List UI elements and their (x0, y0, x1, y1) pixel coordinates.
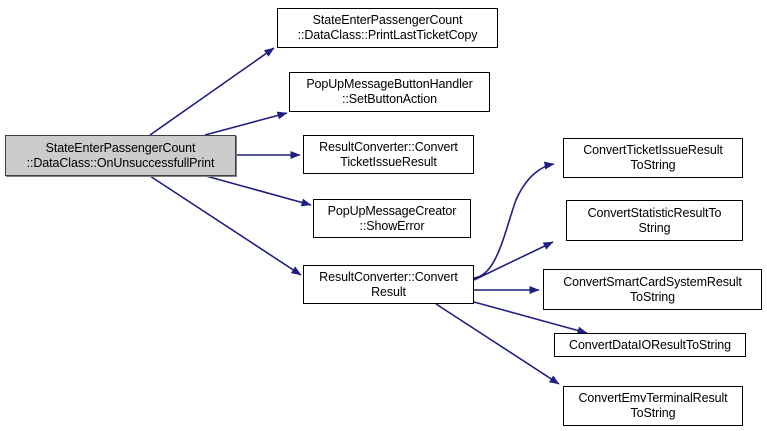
node-label: ConvertEmvTerminalResult ToString (578, 391, 728, 420)
node-set-button-action[interactable]: PopUpMessageButtonHandler ::SetButtonAct… (289, 72, 490, 112)
edge-convert-result-to-convert-emv-terminal-result-to-string (435, 303, 560, 385)
node-show-error[interactable]: PopUpMessageCreator ::ShowError (313, 199, 471, 238)
node-convert-ticket-issue-result[interactable]: ResultConverter::Convert TicketIssueResu… (303, 135, 474, 174)
node-convert-ticket-issue-result-to-string[interactable]: ConvertTicketIssueResult ToString (563, 138, 743, 178)
edge-convert-result-to-convert-ticket-issue-result-to-string (473, 161, 555, 279)
edge-root-to-show-error (205, 175, 312, 207)
node-root-on-unsuccessfull-print[interactable]: StateEnterPassengerCount ::DataClass::On… (5, 135, 236, 176)
node-convert-smart-card-system-result-to-string[interactable]: ConvertSmartCardSystemResult ToString (543, 269, 762, 310)
node-convert-dataio-result-to-string[interactable]: ConvertDataIOResultToString (554, 333, 746, 357)
node-convert-emv-terminal-result-to-string[interactable]: ConvertEmvTerminalResult ToString (563, 386, 743, 426)
edge-convert-result-to-convert-dataio-result-to-string (473, 301, 588, 335)
node-label: ConvertStatisticResultTo String (587, 205, 722, 235)
node-label: PopUpMessageCreator ::ShowError (327, 203, 457, 233)
node-label: PopUpMessageButtonHandler ::SetButtonAct… (306, 77, 473, 106)
node-label: StateEnterPassengerCount ::DataClass::On… (26, 140, 215, 170)
node-convert-result[interactable]: ResultConverter::Convert Result (303, 265, 474, 304)
edge-root-to-print-last-ticket-copy (149, 47, 275, 136)
node-label: ResultConverter::Convert Result (319, 269, 458, 299)
edge-root-to-convert-result (149, 175, 302, 276)
node-label: ConvertSmartCardSystemResult ToString (563, 274, 742, 304)
node-convert-statistic-result-to-string[interactable]: ConvertStatisticResultTo String (566, 200, 743, 241)
node-label: ResultConverter::Convert TicketIssueResu… (319, 139, 458, 169)
edge-convert-result-to-convert-statistic-result-to-string (473, 241, 554, 281)
node-label: ConvertTicketIssueResult ToString (583, 143, 723, 172)
node-print-last-ticket-copy[interactable]: StateEnterPassengerCount ::DataClass::Pr… (277, 8, 498, 48)
node-label: StateEnterPassengerCount ::DataClass::Pr… (297, 13, 478, 42)
edge-root-to-set-button-action (204, 111, 288, 136)
node-label: ConvertDataIOResultToString (569, 337, 731, 352)
